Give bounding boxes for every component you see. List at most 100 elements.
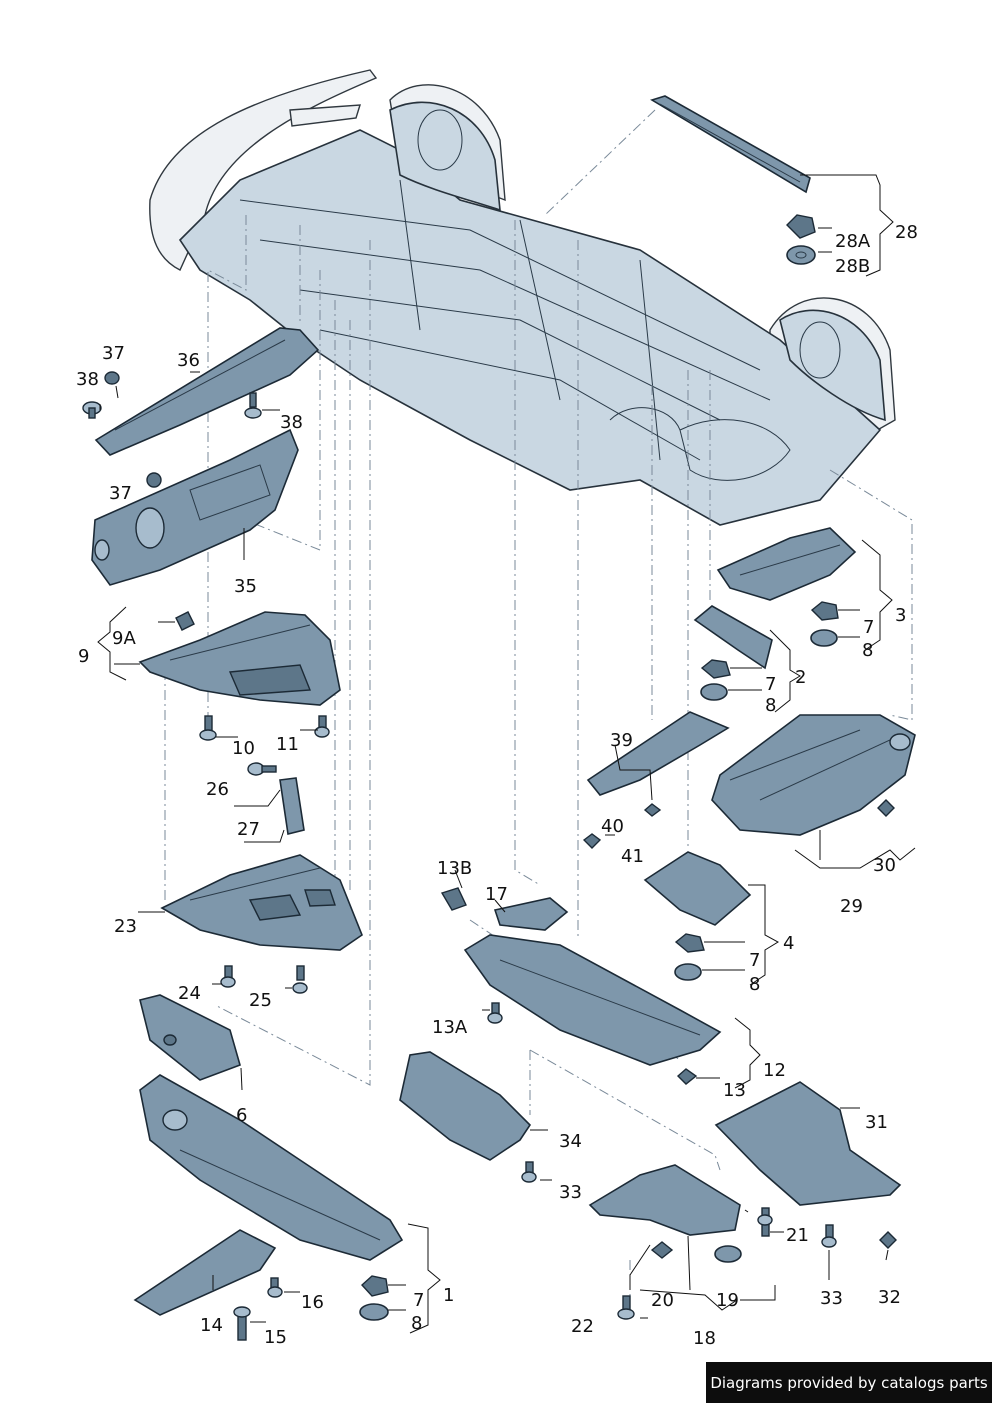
part-21-bolt[interactable] bbox=[757, 1207, 773, 1237]
part-7-clip-2[interactable] bbox=[700, 659, 731, 679]
part-7-clip-3[interactable] bbox=[810, 601, 839, 621]
part-12-floor-panel[interactable] bbox=[463, 934, 722, 1066]
part-2-bracket[interactable] bbox=[693, 605, 773, 670]
label-34: 34 bbox=[559, 1131, 582, 1152]
label-11: 11 bbox=[276, 734, 299, 755]
part-17-bracket[interactable] bbox=[493, 897, 569, 931]
part-23-cover[interactable] bbox=[160, 854, 363, 951]
part-33-bolt-left[interactable] bbox=[521, 1161, 537, 1183]
part-10-bolt[interactable] bbox=[199, 715, 217, 741]
label-36: 36 bbox=[177, 350, 200, 371]
label-7-a: 7 bbox=[413, 1290, 424, 1311]
label-23: 23 bbox=[114, 916, 137, 937]
label-13: 13 bbox=[723, 1080, 746, 1101]
label-6: 6 bbox=[236, 1105, 247, 1126]
part-38-screw-upper[interactable] bbox=[82, 401, 102, 419]
part-15-bolt[interactable] bbox=[233, 1306, 251, 1341]
part-3-shield[interactable] bbox=[716, 527, 857, 601]
label-30: 30 bbox=[873, 855, 896, 876]
part-40-nut[interactable] bbox=[643, 803, 662, 817]
part-26-screw[interactable] bbox=[247, 762, 277, 776]
label-7-d: 7 bbox=[749, 950, 760, 971]
part-7-clip-4[interactable] bbox=[674, 933, 705, 953]
label-26: 26 bbox=[206, 779, 229, 800]
part-9a-clip[interactable] bbox=[175, 611, 195, 631]
label-31: 31 bbox=[865, 1112, 888, 1133]
part-28b-nut[interactable] bbox=[786, 245, 816, 265]
label-33-right: 33 bbox=[820, 1288, 843, 1309]
part-13-nut[interactable] bbox=[676, 1068, 698, 1085]
part-38-screw-lower[interactable] bbox=[244, 392, 262, 419]
label-12: 12 bbox=[763, 1060, 786, 1081]
label-4: 4 bbox=[783, 933, 794, 954]
label-39: 39 bbox=[610, 730, 633, 751]
label-9a: 9A bbox=[112, 628, 136, 649]
part-16-bolt[interactable] bbox=[267, 1277, 283, 1298]
part-31-rear-shield[interactable] bbox=[714, 1081, 902, 1206]
part-22-bolt[interactable] bbox=[617, 1295, 635, 1320]
part-8-nut-3[interactable] bbox=[810, 629, 838, 647]
label-32: 32 bbox=[878, 1287, 901, 1308]
part-13a-bolt[interactable] bbox=[487, 1002, 503, 1024]
part-37-clip-lower[interactable] bbox=[146, 472, 162, 488]
part-29-engine-shield[interactable] bbox=[711, 714, 916, 836]
leader-lines bbox=[97, 174, 916, 1334]
label-40: 40 bbox=[601, 816, 624, 837]
part-11-bolt[interactable] bbox=[314, 715, 330, 738]
part-28-strip[interactable] bbox=[650, 95, 811, 194]
part-19-nut[interactable] bbox=[714, 1245, 742, 1263]
part-20-clip[interactable] bbox=[650, 1241, 674, 1259]
label-15: 15 bbox=[264, 1327, 287, 1348]
label-18: 18 bbox=[693, 1328, 716, 1349]
part-7-clip-1[interactable] bbox=[361, 1275, 389, 1297]
label-7-c: 7 bbox=[863, 617, 874, 638]
part-34-tunnel-cover[interactable] bbox=[399, 1051, 532, 1161]
part-8-nut-4[interactable] bbox=[674, 963, 702, 981]
part-32-nut[interactable] bbox=[879, 1231, 897, 1249]
label-28a: 28A bbox=[835, 231, 871, 252]
label-35: 35 bbox=[234, 576, 257, 597]
label-3: 3 bbox=[895, 605, 906, 626]
label-38-lower: 38 bbox=[280, 412, 303, 433]
part-39-shield[interactable] bbox=[586, 711, 730, 796]
label-8-b: 8 bbox=[765, 695, 776, 716]
label-37-lower: 37 bbox=[109, 483, 132, 504]
part-33-bolt-right[interactable] bbox=[821, 1224, 837, 1248]
label-27: 27 bbox=[237, 819, 260, 840]
part-4-bracket[interactable] bbox=[643, 851, 752, 926]
part-13b-clip[interactable] bbox=[440, 887, 467, 911]
part-9-engine-cover[interactable] bbox=[138, 611, 341, 706]
part-27-bracket[interactable] bbox=[279, 777, 305, 835]
part-18-rear-cover[interactable] bbox=[588, 1164, 741, 1236]
label-13a: 13A bbox=[432, 1017, 468, 1038]
part-30-bolt[interactable] bbox=[877, 799, 895, 817]
part-14-sill-cover[interactable] bbox=[133, 1229, 277, 1316]
label-41: 41 bbox=[621, 846, 644, 867]
label-13b: 13B bbox=[437, 858, 472, 879]
part-35-heat-shield[interactable] bbox=[91, 428, 299, 586]
label-25: 25 bbox=[249, 990, 272, 1011]
part-1-long-panel[interactable] bbox=[139, 1074, 404, 1261]
label-28b: 28B bbox=[835, 256, 870, 277]
part-41-nut[interactable] bbox=[582, 833, 602, 849]
part-25-bolt[interactable] bbox=[292, 965, 308, 994]
part-8-nut-2[interactable] bbox=[700, 683, 728, 701]
label-8-d: 8 bbox=[749, 974, 760, 995]
label-8-c: 8 bbox=[862, 640, 873, 661]
label-28: 28 bbox=[895, 222, 918, 243]
label-21: 21 bbox=[786, 1225, 809, 1246]
part-24-bolt[interactable] bbox=[220, 965, 236, 988]
label-33-left: 33 bbox=[559, 1182, 582, 1203]
label-7-b: 7 bbox=[765, 674, 776, 695]
label-22: 22 bbox=[571, 1316, 594, 1337]
part-6-deflector[interactable] bbox=[139, 994, 241, 1081]
part-28a-clip[interactable] bbox=[786, 214, 816, 239]
part-37-clip-upper[interactable] bbox=[104, 371, 120, 385]
part-36-rail-trim[interactable] bbox=[94, 327, 320, 456]
label-1: 1 bbox=[443, 1285, 454, 1306]
label-24: 24 bbox=[178, 983, 201, 1004]
callout-labels: 1 2 3 4 6 7 7 7 7 8 8 8 8 9 9A 10 11 12 … bbox=[76, 222, 918, 1349]
label-9: 9 bbox=[78, 646, 89, 667]
part-8-nut-1[interactable] bbox=[359, 1303, 389, 1321]
